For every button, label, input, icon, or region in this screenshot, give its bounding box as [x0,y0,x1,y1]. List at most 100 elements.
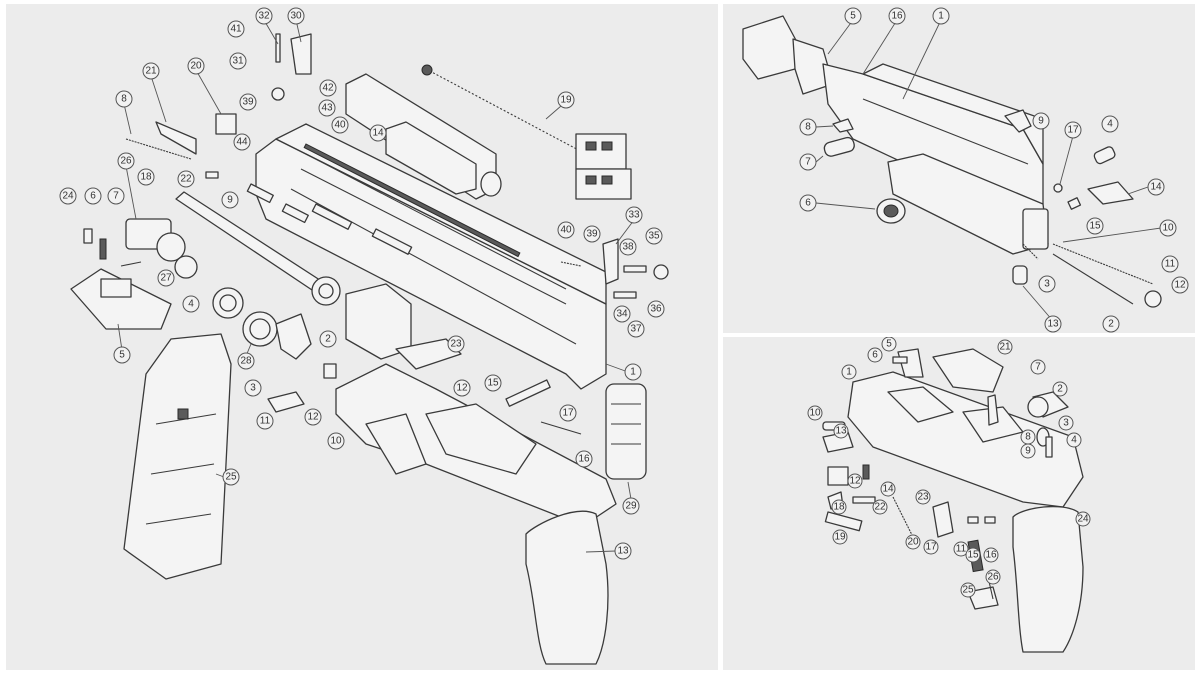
callout: 12 [849,476,861,487]
callout: 1 [630,367,636,378]
callout: 24 [62,191,74,202]
callout: 27 [160,273,172,284]
callout: 15 [487,378,499,389]
callout: 2 [325,334,331,345]
callout: 41 [230,24,242,35]
handguard-grip [605,383,647,480]
callout: 14 [882,484,894,495]
small-parts-right [505,238,669,435]
callout: 35 [648,231,660,242]
upper-receiver [246,123,607,390]
callout: 10 [809,408,821,419]
callout: 36 [650,304,662,315]
callout: 11 [1165,259,1176,270]
callout: 30 [290,11,302,22]
bolt-carrier [345,73,502,200]
callout: 5 [850,11,856,22]
callout: 3 [1044,279,1050,290]
callout: 1 [846,367,852,378]
callout: 42 [322,83,334,94]
callout: 3 [250,383,256,394]
callout: 23 [917,492,929,503]
callout: 38 [622,242,634,253]
callout: 29 [625,501,637,512]
callout: 17 [1067,125,1079,136]
callouts-main: 32 30 41 31 42 21 20 39 43 8 44 40 14 19… [59,7,665,560]
callout: 2 [1108,319,1114,330]
callout: 13 [1047,319,1059,330]
callout: 14 [372,128,384,139]
callout: 6 [872,350,878,361]
small-parts [83,33,337,413]
callout: 6 [805,198,811,209]
callout: 39 [242,97,254,108]
callout: 12 [456,383,468,394]
callout: 43 [321,103,333,114]
barrel [175,191,341,306]
recoil-spring [421,64,587,155]
callout: 16 [985,550,997,561]
callout: 12 [307,412,319,423]
callout: 8 [1025,432,1031,443]
callout: 26 [987,572,999,583]
callout: 13 [617,546,629,557]
callout: 1 [938,11,944,22]
callout: 8 [121,94,127,105]
pistol-grip [525,510,609,665]
callout: 15 [967,550,979,561]
callout: 4 [188,299,194,310]
callout: 23 [450,339,462,350]
magazine [123,333,232,580]
callouts-lower-assembly: 5 6 21 1 7 2 3 10 13 4 8 9 12 18 14 23 2… [807,337,1091,598]
callout: 12 [1174,280,1186,291]
callout: 8 [805,122,811,133]
callout: 40 [560,225,572,236]
callout: 4 [1071,435,1077,446]
callout: 18 [140,172,152,183]
callout: 26 [120,156,132,167]
callout: 32 [258,11,270,22]
gas-block [345,283,462,370]
callout: 44 [236,137,248,148]
callout: 10 [1162,223,1174,234]
lower-receiver [335,363,617,525]
callout: 33 [628,210,640,221]
callout: 13 [835,426,847,437]
lower-assembly-drawing: 5 6 21 1 7 2 3 10 13 4 8 9 12 18 14 23 2… [807,337,1091,653]
front-plate [70,268,172,330]
callout: 11 [260,416,271,427]
callout: 7 [113,191,119,202]
callout: 17 [562,408,574,419]
callouts-bolt-assembly: 5 16 1 8 9 17 4 7 14 6 15 10 11 12 3 13 … [799,7,1189,333]
callout: 17 [925,542,937,553]
callout: 7 [1035,362,1041,373]
callout: 2 [1057,384,1063,395]
callout: 31 [232,56,244,67]
callout: 11 [956,544,967,555]
callout: 9 [1025,446,1031,457]
callout: 25 [225,472,237,483]
callout: 18 [833,502,845,513]
callout: 19 [560,95,572,106]
callout: 34 [616,309,628,320]
muzzle-brake [125,218,198,279]
callout: 24 [1077,514,1089,525]
callout: 25 [962,585,974,596]
callout: 20 [907,537,919,548]
callout: 16 [891,11,903,22]
callout: 15 [1089,221,1101,232]
callout: 9 [1038,116,1044,127]
callout: 20 [190,61,202,72]
callout: 7 [805,157,811,168]
callout: 5 [119,350,125,361]
exploded-view-main: 32 30 41 31 42 21 20 39 43 8 44 40 14 19… [6,4,718,670]
callout: 6 [90,191,96,202]
callout: 5 [886,339,892,350]
exploded-view-lower-assembly: 5 6 21 1 7 2 3 10 13 4 8 9 12 18 14 23 2… [723,337,1195,670]
callout: 4 [1107,119,1113,130]
callout: 39 [586,229,598,240]
callout: 22 [180,174,192,185]
callout: 14 [1150,182,1162,193]
callout: 9 [227,195,233,206]
callout: 10 [330,436,342,447]
